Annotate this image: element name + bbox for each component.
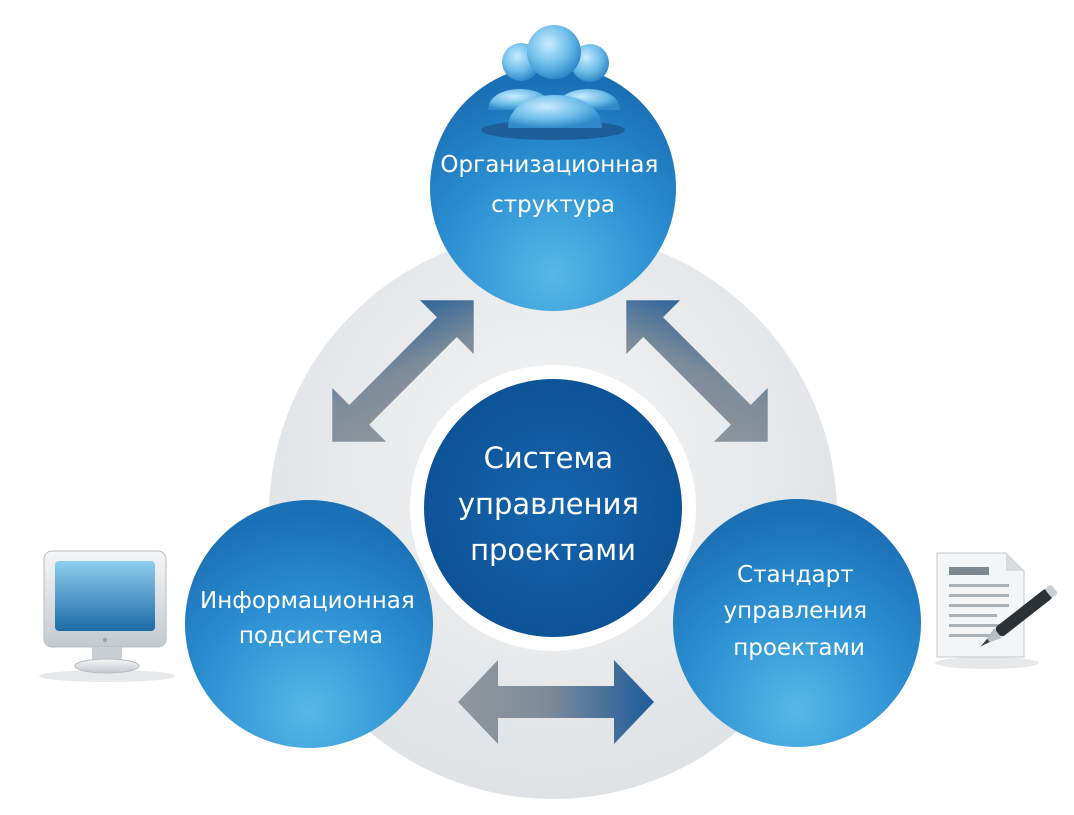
node-org-structure-line-1: Организационная: [440, 152, 658, 178]
document-pen-icon: [935, 552, 1058, 669]
svg-text:Стандарт управления: Стандарт управления проектами: [724, 562, 875, 661]
node-pm-standard-line-3: проектами: [733, 635, 865, 661]
svg-text:Система управления: Система управления проектами: [458, 441, 648, 567]
node-pm-standard-line-1: Стандарт: [737, 562, 854, 588]
double-arrow-left-right: [458, 660, 654, 744]
computer-monitor-icon: [39, 550, 175, 682]
users-group-icon: [481, 25, 625, 140]
node-info-subsystem: Информационная подсистема: [185, 500, 433, 748]
double-arrow-left-top: [332, 300, 474, 442]
center-line-3: проектами: [470, 533, 636, 567]
node-pm-standard-line-2: управления: [724, 598, 868, 624]
svg-text:Информационная подсистем: Информационная подсистема: [200, 588, 422, 649]
node-pm-standard: Стандарт управления проектами: [673, 499, 921, 747]
svg-text:Организационная структур: Организационная структура: [440, 152, 665, 218]
node-org-structure-line-2: структура: [491, 192, 615, 218]
node-center: Система управления проектами: [410, 365, 696, 651]
center-line-2: управления: [458, 487, 639, 521]
node-info-subsystem-line-1: Информационная: [200, 588, 415, 614]
node-info-subsystem-line-2: подсистема: [239, 623, 383, 649]
double-arrow-top-right: [626, 300, 768, 442]
center-line-1: Система: [484, 441, 613, 475]
